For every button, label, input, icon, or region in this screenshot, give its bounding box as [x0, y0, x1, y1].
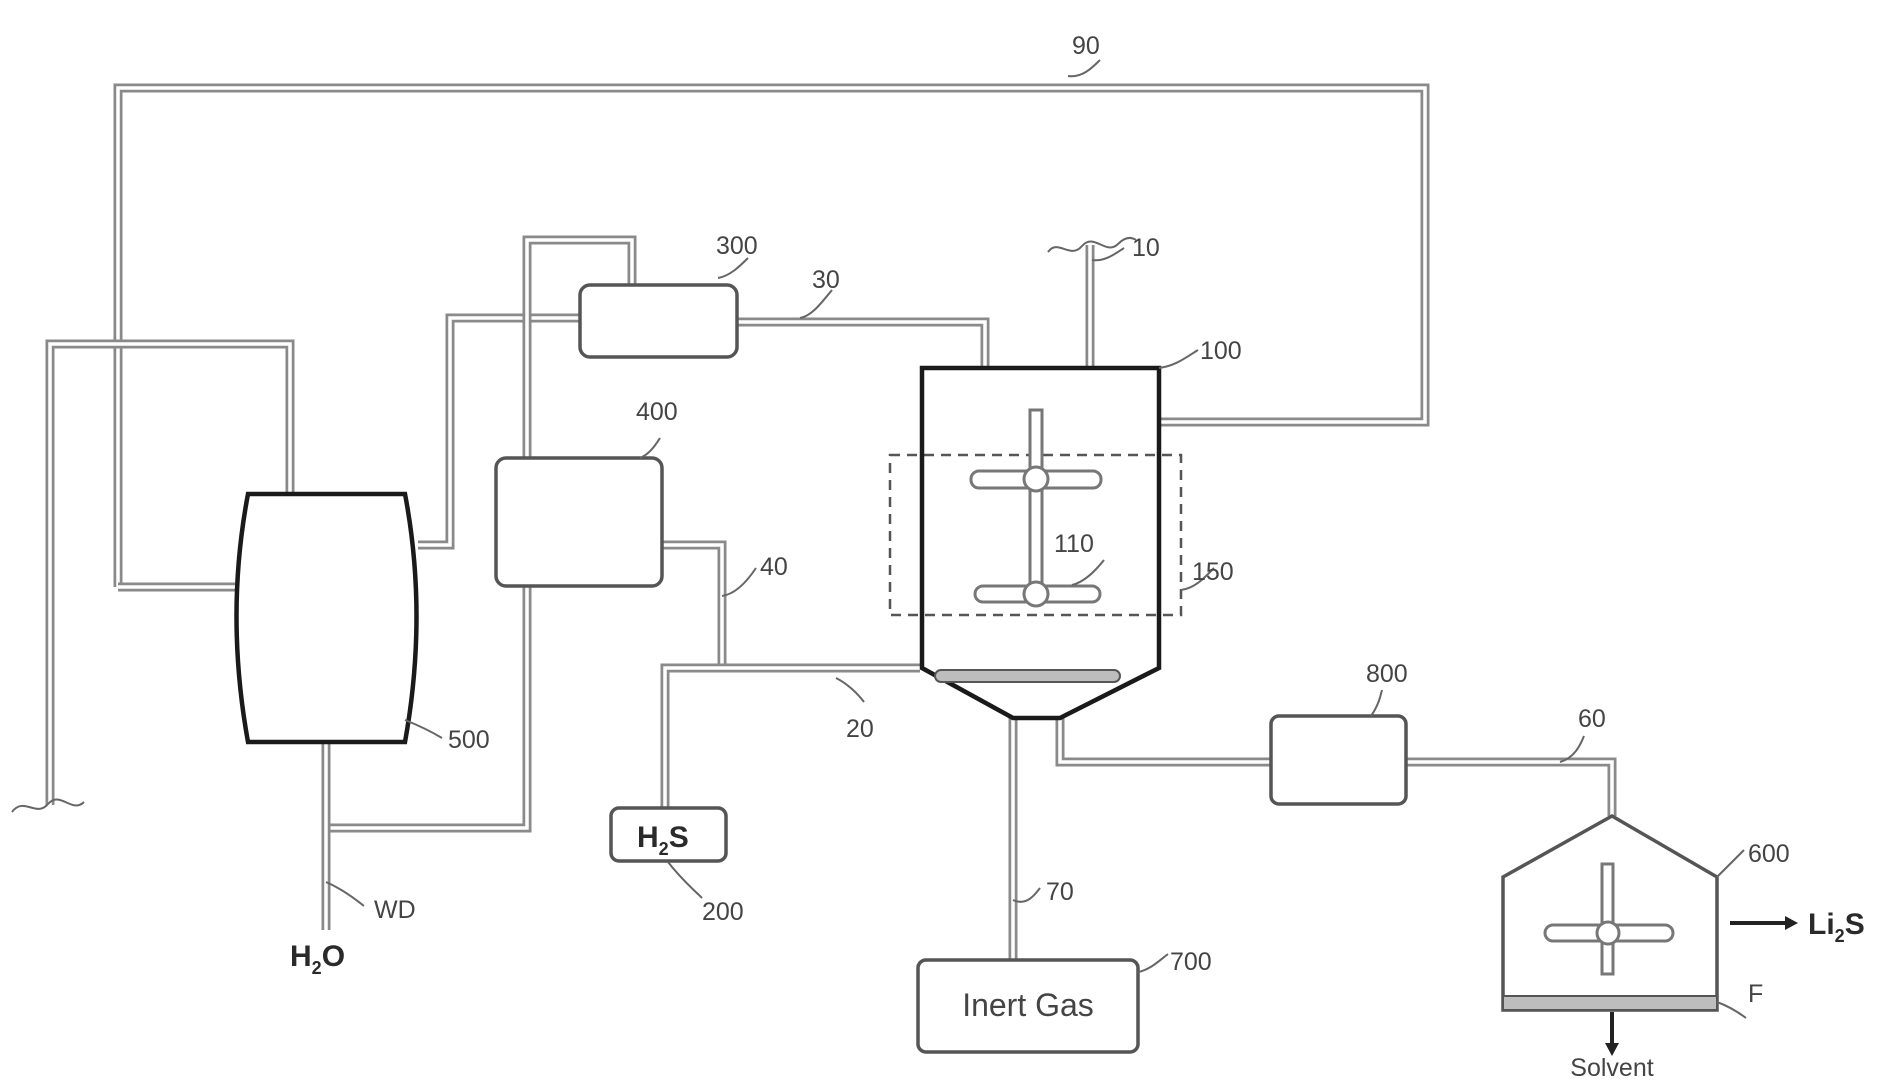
label-wd: WD: [374, 896, 416, 924]
inert-gas-text: Inert Gas: [962, 987, 1094, 1023]
arrow-solvent: [1605, 1012, 1619, 1056]
arrow-li2s: [1730, 916, 1798, 930]
label-700: 700: [1170, 948, 1212, 976]
unit-800: [1271, 716, 1406, 804]
label-70: 70: [1046, 878, 1074, 906]
label-100: 100: [1200, 337, 1242, 365]
li2s-label: Li2S: [1808, 908, 1865, 946]
label-150: 150: [1192, 558, 1234, 586]
label-60: 60: [1578, 705, 1606, 733]
label-800: 800: [1366, 660, 1408, 688]
pipe-30-outer: [737, 322, 985, 368]
solvent-text: Solvent: [1570, 1054, 1653, 1082]
label-90: 90: [1072, 32, 1100, 60]
label-40: 40: [760, 553, 788, 581]
h2o-label: H2O: [290, 940, 345, 978]
label-500: 500: [448, 726, 490, 754]
label-600: 600: [1748, 840, 1790, 868]
tank-500: [237, 494, 417, 742]
stirrer-110: [971, 410, 1101, 606]
label-300: 300: [716, 232, 758, 260]
label-30: 30: [812, 266, 840, 294]
sparger: [935, 670, 1120, 682]
unit-400: [496, 458, 662, 586]
pipe-40-inner: [662, 545, 722, 668]
filter-f: [1503, 996, 1717, 1010]
unit-300: [580, 285, 737, 357]
pipe-20-outer: [665, 668, 920, 825]
pipe-30-inner: [737, 322, 985, 368]
label-400: 400: [636, 398, 678, 426]
label-10: 10: [1132, 234, 1160, 262]
pipe-20-inner: [665, 668, 920, 825]
label-20: 20: [846, 715, 874, 743]
label-110: 110: [1054, 530, 1094, 558]
label-f: F: [1748, 980, 1763, 1008]
label-200: 200: [702, 898, 744, 926]
pipe-40-outer: [662, 545, 722, 668]
